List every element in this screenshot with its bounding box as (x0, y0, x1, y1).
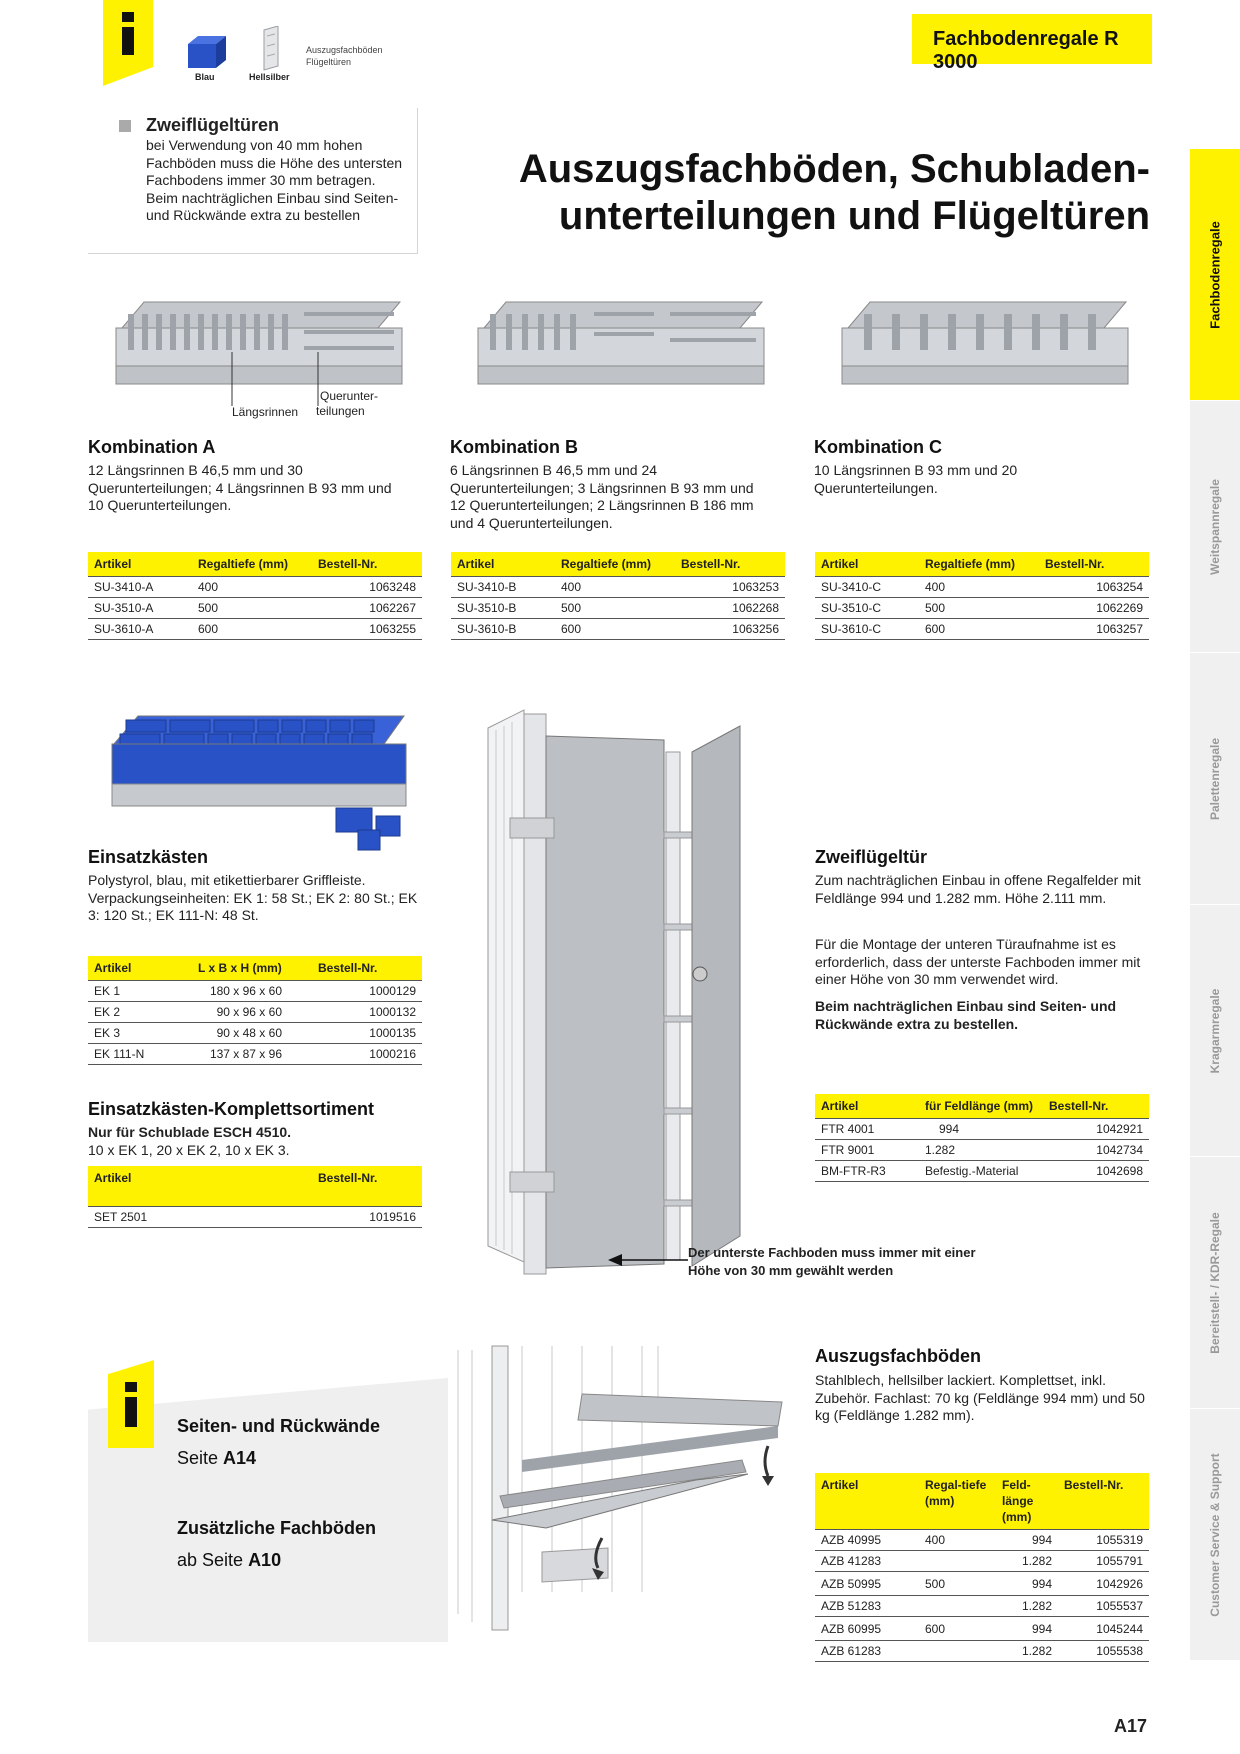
label-laengsrinnen: Längsrinnen (232, 405, 299, 419)
note-box (88, 108, 418, 254)
tab-customer-service[interactable]: Customer Service & Support (1190, 1408, 1240, 1660)
kombi-c-text: 10 Längsrinnen B 93 mm und 20 Queruntert… (814, 462, 1018, 496)
tab-palettenregale[interactable]: Palettenregale (1190, 652, 1240, 904)
table-header: Artikel Regaltiefe (mm) Bestell-Nr. (451, 552, 785, 577)
tab-weitspannregale[interactable]: Weitspannregale (1190, 400, 1240, 652)
page-number: A17 (1114, 1716, 1148, 1736)
info-line-1: Seiten- und Rückwände (177, 1416, 381, 1436)
tab-kragarmregale[interactable]: Kragarmregale (1190, 904, 1240, 1156)
note-text: bei Verwendung von 40 mm hohen Fachböden… (146, 137, 403, 223)
tray-image-b (477, 301, 765, 385)
einsatz-title: Einsatzkästen (88, 847, 209, 867)
kombi-c-table: Artikel Regaltiefe (mm) Bestell-Nr. SU-3… (815, 552, 1149, 640)
auszug-text: Stahlblech, hellsilber lackiert. Komplet… (815, 1372, 1145, 1423)
legend-caption: Auszugsfachböden Flügeltüren (306, 45, 383, 67)
kombi-b-table: Artikel Regaltiefe (mm) Bestell-Nr. SU-3… (451, 552, 785, 640)
blue-bins-tray-image (111, 715, 407, 851)
table-header: Artikel Regal-tiefe (mm) Feld-länge (mm)… (815, 1473, 1149, 1530)
info-line-2[interactable]: Seite A14 (177, 1448, 257, 1468)
silver-panel-icon (263, 26, 279, 71)
door-caption: Der unterste Fachboden muss immer mit ei… (688, 1245, 976, 1278)
kombi-b-title: Kombination B (450, 437, 578, 457)
page-title: Auszugsfachböden, Schubladen- unterteilu… (518, 147, 1150, 238)
einsatz-text: Polystyrol, blau, mit etikettierbarer Gr… (88, 872, 418, 923)
double-door-image (487, 709, 741, 1275)
label-querunterteilungen: Querunter- teilungen (316, 389, 379, 418)
table-header: Artikel Regaltiefe (mm) Bestell-Nr. (815, 552, 1149, 577)
table-header: Artikel für Feldlänge (mm) Bestell-Nr. (815, 1094, 1149, 1119)
legend-silver: Hellsilber (249, 72, 290, 82)
pull-out-shelf-image (457, 1345, 783, 1631)
auszug-table: Artikel Regal-tiefe (mm) Feld-länge (mm)… (815, 1473, 1149, 1662)
komplett-text: 10 x EK 1, 20 x EK 2, 10 x EK 3. (88, 1142, 290, 1158)
tray-image-c (841, 301, 1129, 385)
zweifl-text-2: Für die Montage der unteren Türaufnahme … (815, 936, 1141, 987)
table-header: Artikel L x B x H (mm) Bestell-Nr. (88, 956, 422, 981)
tab-fachbodenregale[interactable]: Fachbodenregale (1190, 148, 1240, 400)
kombi-a-title: Kombination A (88, 437, 216, 457)
kombi-b-text: 6 Längsrinnen B 46,5 mm und 24 Querunter… (450, 462, 754, 531)
info-icon (125, 1382, 137, 1427)
komplett-subtitle: Nur für Schublade ESCH 4510. (88, 1124, 292, 1140)
header-tag: Fachbodenregale R 3000 (912, 14, 1152, 73)
info-badge (103, 0, 153, 86)
kombi-a-table: Artikel Regaltiefe (mm) Bestell-Nr. SU-3… (88, 552, 422, 640)
info-line-3: Zusätzliche Fachböden (177, 1518, 377, 1538)
zweifl-text-1: Zum nachträglichen Einbau in offene Rega… (815, 872, 1141, 906)
note-bullet (119, 120, 131, 132)
zweifl-text-3: Beim nachträglichen Einbau sind Seiten- … (815, 998, 1117, 1032)
zweifl-title: Zweiflügeltür (815, 847, 927, 867)
blue-box-icon (188, 36, 226, 68)
info-icon (122, 12, 134, 55)
tab-bereitstell-kdr-regale[interactable]: Bereitstell- / KDR-Regale (1190, 1156, 1240, 1408)
kombi-c-title: Kombination C (814, 437, 942, 457)
info-badge (108, 1360, 154, 1448)
arrow-left-icon (608, 1254, 688, 1266)
table-header: Artikel Bestell-Nr. (88, 1166, 422, 1206)
kombi-a-text: 12 Längsrinnen B 46,5 mm und 30 Querunte… (88, 462, 392, 513)
zweifl-table: Artikel für Feldlänge (mm) Bestell-Nr. F… (815, 1094, 1149, 1182)
legend-blue: Blau (195, 72, 215, 82)
komplett-title: Einsatzkästen-Komplettsortiment (88, 1099, 375, 1119)
info-line-4[interactable]: ab Seite A10 (177, 1550, 282, 1570)
auszug-title: Auszugsfachböden (815, 1346, 982, 1366)
table-header: Artikel Regaltiefe (mm) Bestell-Nr. (88, 552, 422, 577)
note-title: Zweiflügeltüren (146, 115, 280, 135)
tray-image-a (115, 301, 403, 406)
